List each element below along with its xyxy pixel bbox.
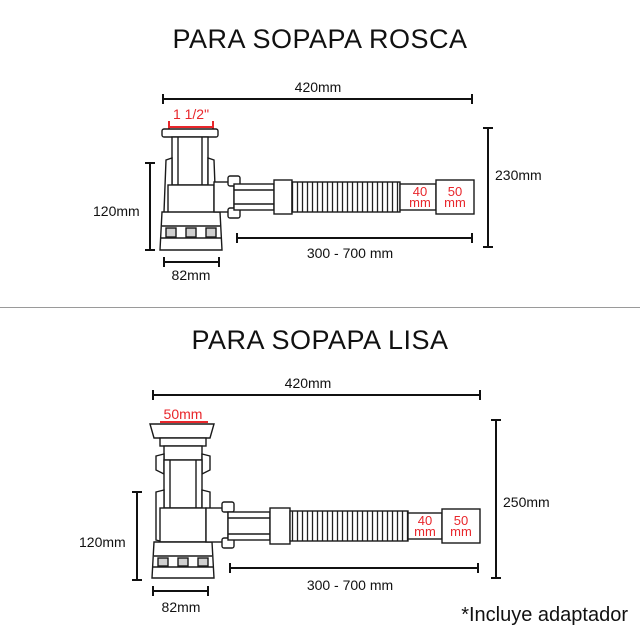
- bottom-depth-label: 120mm: [79, 534, 126, 550]
- top-outlet-40-value: 40: [413, 184, 427, 199]
- top-outlet-50-value: 50: [448, 184, 462, 199]
- top-depth-dimension: 120mm: [93, 162, 155, 251]
- top-width-label: 420mm: [295, 79, 342, 95]
- top-diagram: 420mm 230mm 1 1/2" 120mm 82mm: [93, 79, 542, 283]
- top-inlet-label: 1 1/2": [173, 106, 209, 122]
- top-diagram-title: PARA SOPAPA ROSCA: [172, 24, 468, 54]
- bottom-inlet-label: 50mm: [164, 406, 203, 422]
- top-base-label: 82mm: [172, 267, 211, 283]
- bottom-hose-dimension: 300 - 700 mm: [229, 563, 479, 593]
- bottom-hose-label: 300 - 700 mm: [307, 577, 393, 593]
- top-hose-label: 300 - 700 mm: [307, 245, 393, 261]
- footnote: *Incluye adaptador: [461, 604, 628, 626]
- bottom-outlet-50-value: 50: [454, 513, 468, 528]
- bottom-width-label: 420mm: [285, 375, 332, 391]
- bottom-outlet-40-value: 40: [418, 513, 432, 528]
- top-outlet-40-unit: mm: [409, 195, 431, 210]
- bottom-depth-dimension: 120mm: [79, 491, 142, 581]
- section-divider: [0, 307, 640, 308]
- bottom-outlet-50-unit: mm: [450, 524, 472, 539]
- top-siphon-drawing: [159, 128, 475, 251]
- bottom-height-dimension: 250mm: [491, 419, 550, 579]
- bottom-diagram: 420mm 250mm 50mm 120mm 82mm: [79, 375, 550, 615]
- bottom-base-dimension: 82mm: [152, 586, 209, 615]
- bottom-outlet-40-unit: mm: [414, 524, 436, 539]
- bottom-inlet-dimension: 50mm: [160, 406, 208, 423]
- top-height-dimension: 230mm: [483, 127, 542, 248]
- bottom-width-dimension: 420mm: [152, 375, 481, 400]
- bottom-siphon-drawing: [149, 423, 481, 579]
- bottom-base-label: 82mm: [162, 599, 201, 615]
- top-hose-dimension: 300 - 700 mm: [236, 233, 473, 261]
- top-width-dimension: 420mm: [162, 79, 473, 104]
- top-depth-label: 120mm: [93, 203, 140, 219]
- bottom-diagram-title: PARA SOPAPA LISA: [191, 325, 449, 355]
- top-outlet-50-unit: mm: [444, 195, 466, 210]
- top-base-dimension: 82mm: [163, 257, 220, 283]
- bottom-height-label: 250mm: [503, 494, 550, 510]
- top-height-label: 230mm: [495, 167, 542, 183]
- top-inlet-dimension: 1 1/2": [168, 106, 214, 133]
